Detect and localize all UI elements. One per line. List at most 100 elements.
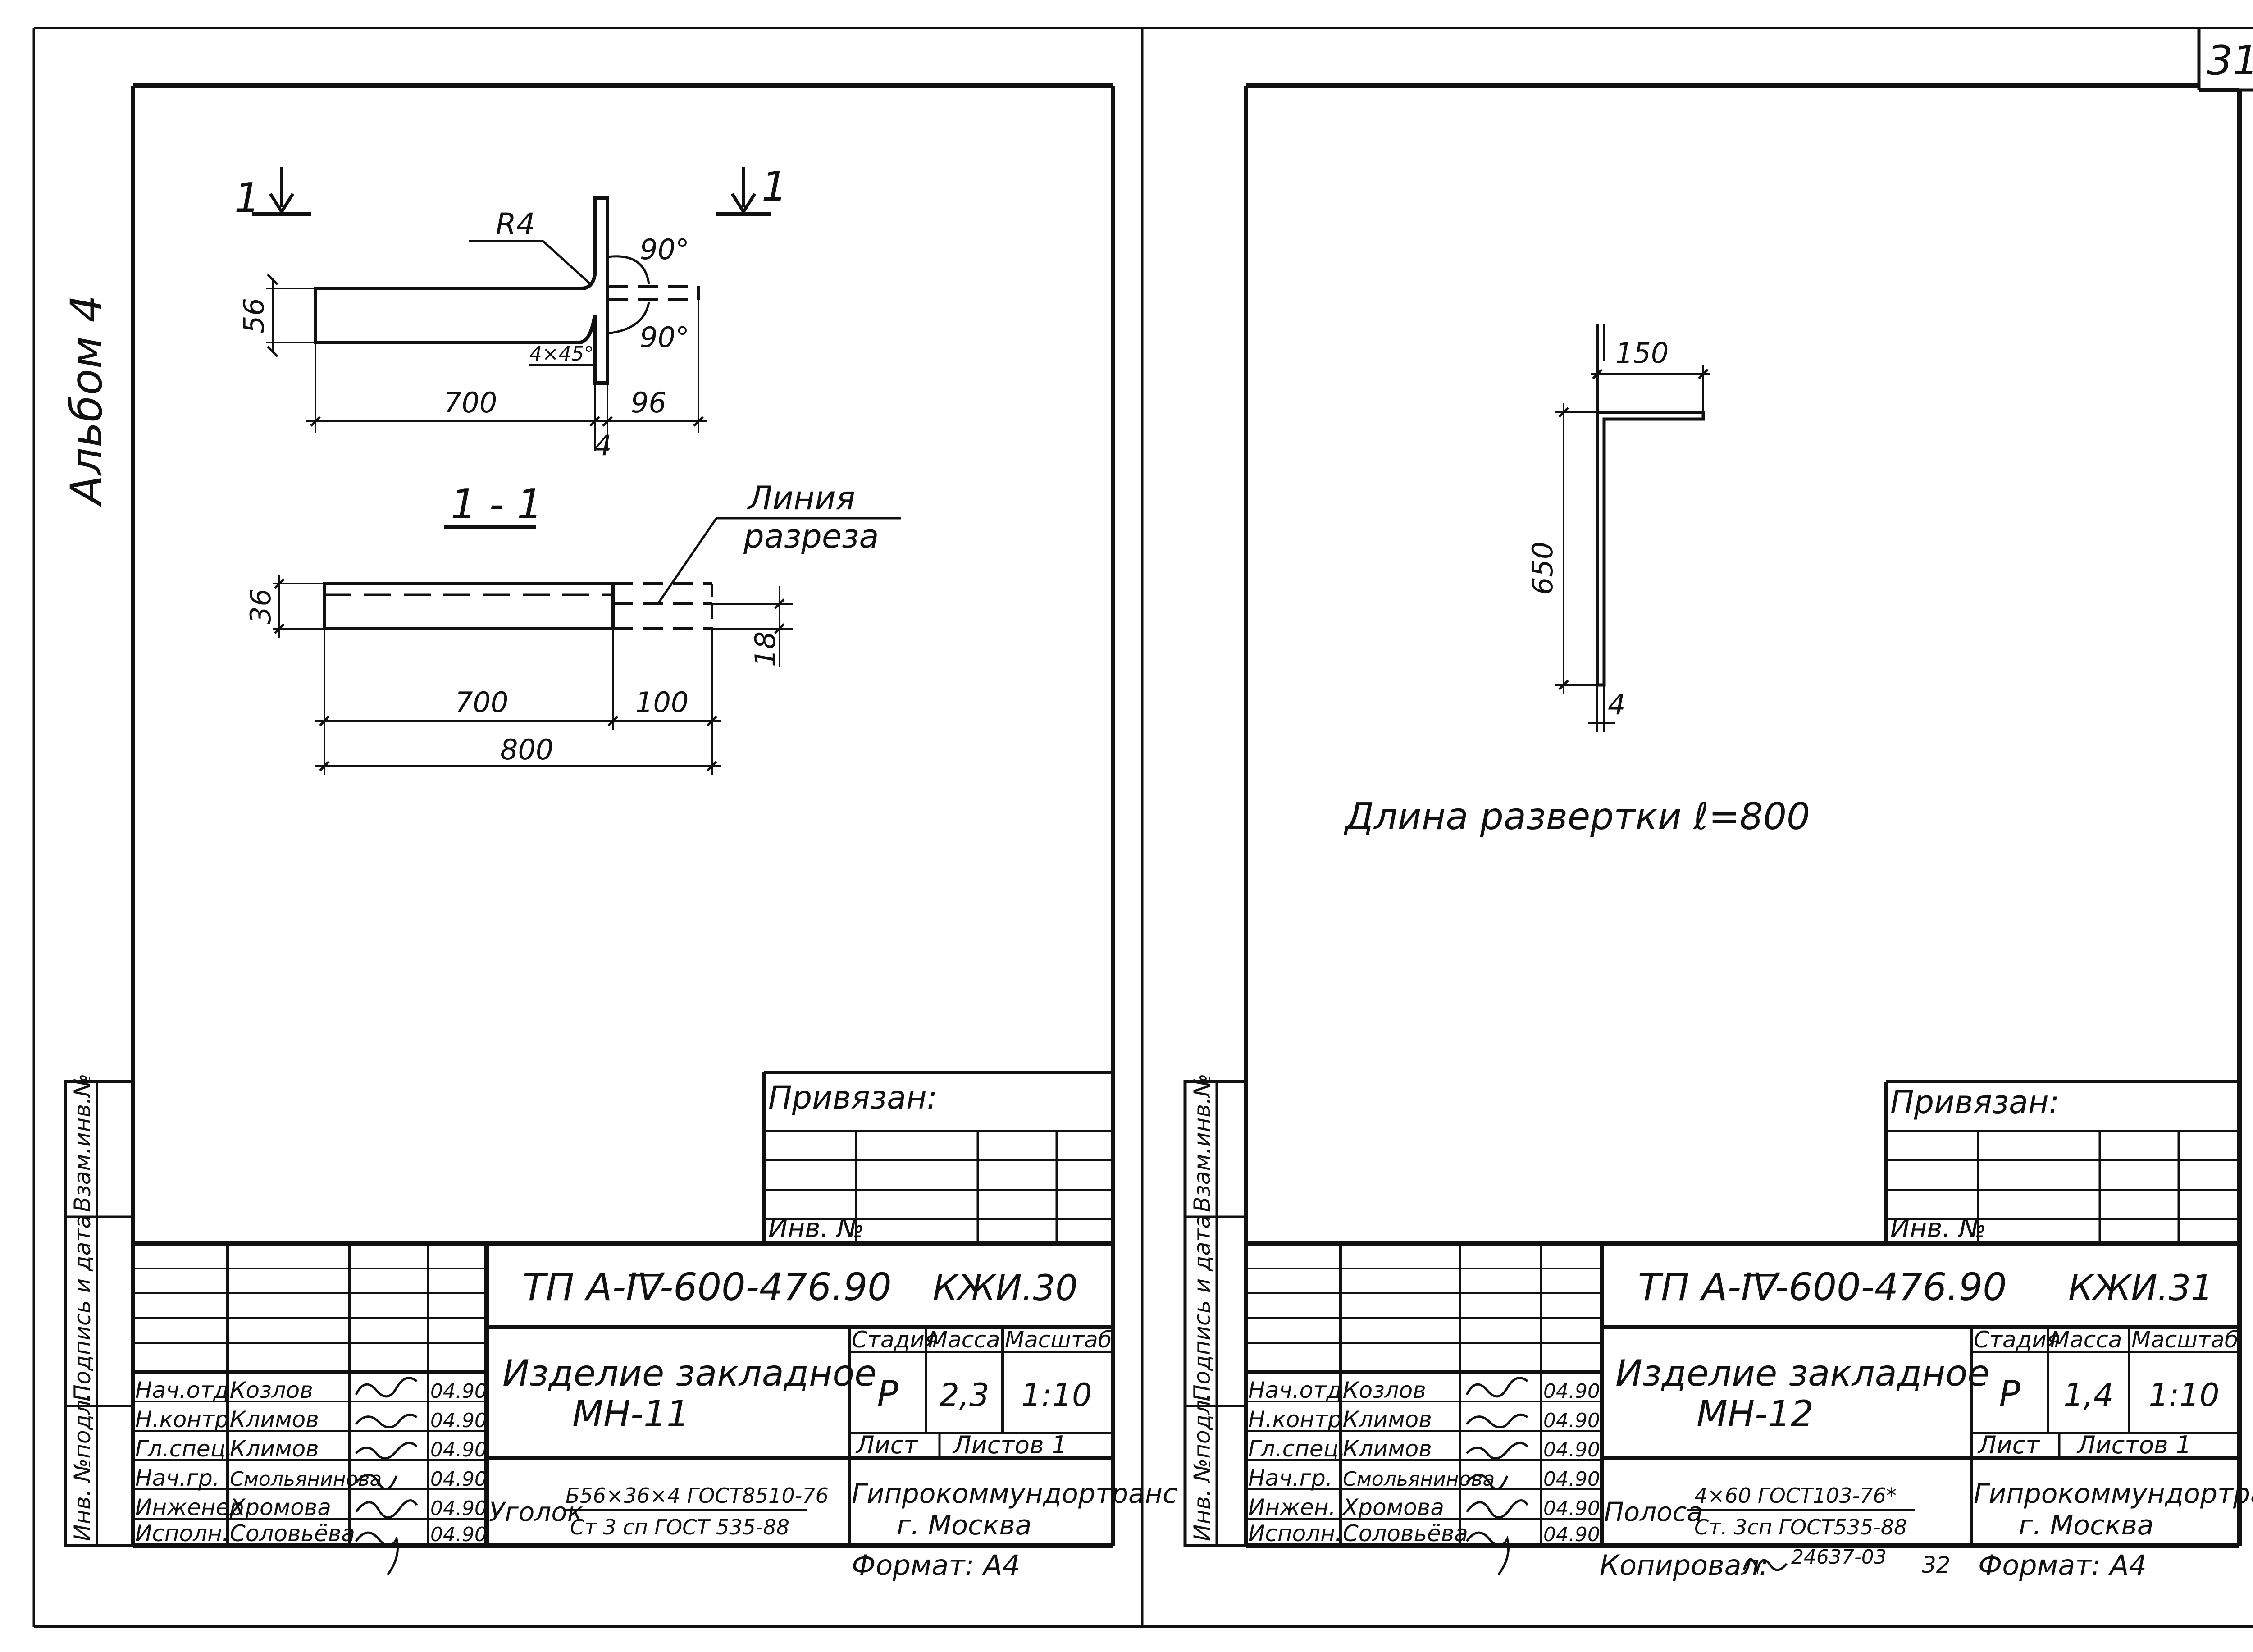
material-top-2: 4×60 ГОСТ103-76*	[1694, 1483, 1897, 1508]
stage-value-2: Р	[1999, 1374, 2020, 1415]
privyazan-box: Привязан: Инв. №	[762, 1071, 1113, 1244]
section-mark-right: 1	[762, 163, 787, 210]
doc-suffix-2: КЖИ.31	[2068, 1268, 2213, 1309]
mass-header: Масса	[928, 1327, 1000, 1353]
name-1: Климов	[230, 1406, 319, 1433]
date-3: 04.90	[430, 1468, 487, 1491]
stage-header: Стадия	[852, 1327, 938, 1353]
sheet-left: 1 1 R4 90° 90° 4×45°	[64, 83, 1177, 1582]
role2-0: Нач.отд.	[1248, 1377, 1349, 1403]
strip-view: 150 650 4 Длина развертки ℓ=800	[1344, 324, 1810, 838]
title2-2: МН-12	[1697, 1393, 1814, 1435]
page-number: 31	[2207, 37, 2253, 84]
doc-code: ТП А-IV-600-476.90	[523, 1265, 892, 1309]
material-bottom: Ст 3 сп ГОСТ 535-88	[570, 1515, 789, 1539]
sheet-label-2: Лист	[1977, 1431, 2040, 1459]
name2-4: Хромова	[1341, 1494, 1444, 1520]
role-3: Нач.гр.	[135, 1465, 220, 1491]
name2-3: Смольянинова	[1343, 1468, 1495, 1491]
side-label-replace: Взам.инв.№	[69, 1073, 96, 1212]
angle-plan-view: 1 1 R4 90° 90° 4×45°	[234, 163, 787, 462]
doc-code-2: ТП А-IV-600-476.90	[1638, 1265, 2007, 1309]
side-stamp: Инв. №подл. Подпись и дата Взам.инв.№	[64, 1073, 135, 1547]
title-2: МН-11	[572, 1393, 689, 1435]
date-5: 04.90	[430, 1523, 487, 1546]
dim-thickness: 4	[594, 429, 611, 462]
cut-line-label-1: Линия	[747, 479, 855, 517]
material-name: Уголок	[489, 1497, 583, 1527]
sec-dim-small: 18	[749, 631, 782, 667]
role2-5: Исполн.	[1248, 1520, 1342, 1547]
mass-value: 2,3	[939, 1377, 989, 1414]
role-4: Инженер	[135, 1494, 244, 1520]
scale-header-2: Масштаб	[2131, 1327, 2239, 1353]
mass-value-2: 1,4	[2063, 1377, 2113, 1414]
format-label-2: Формат: А4	[1978, 1549, 2147, 1582]
material-top: Б56×36×4 ГОСТ8510-76	[566, 1483, 829, 1508]
section-1-1-view: 1 - 1 Линия разреза 36 18	[244, 479, 901, 775]
name-4: Хромова	[228, 1494, 331, 1520]
side-stamp-2: Инв. №подл. Подпись и дата Взам.инв.№	[1183, 1073, 1248, 1547]
dim-flange: 96	[631, 386, 666, 419]
date2-3: 04.90	[1543, 1468, 1600, 1491]
date-0: 04.90	[430, 1380, 487, 1403]
angle-bottom-label: 90°	[640, 321, 689, 354]
name-5: Соловьёва	[230, 1520, 355, 1547]
sec-dim-700: 700	[455, 686, 508, 719]
section-title: 1 - 1	[451, 481, 543, 528]
side-label-sign-2: Подпись и дата	[1189, 1215, 1215, 1401]
dim-length: 700	[444, 386, 497, 419]
angle-top-label: 90°	[640, 233, 689, 266]
mass-header-2: Масса	[2050, 1327, 2122, 1353]
chamfer-label: 4×45°	[529, 342, 594, 365]
name2-2: Климов	[1343, 1436, 1432, 1462]
privyazan-label-2: Привязан:	[1890, 1084, 2059, 1121]
name-3: Смольянинова	[230, 1468, 382, 1491]
sheet-right: 150 650 4 Длина развертки ℓ=800 Привязан…	[1183, 83, 2253, 1582]
dim-height-2: 650	[1526, 542, 1559, 595]
date2-4: 04.90	[1543, 1497, 1600, 1520]
org-name: Гипрокоммундортранс	[852, 1478, 1177, 1510]
date2-0: 04.90	[1543, 1380, 1600, 1403]
unfold-text: Длина развертки ℓ=800	[1344, 795, 1810, 838]
title-block-2: Нач.отд. Козлов 04.90 Н.контр. Климов 04…	[1246, 1241, 2253, 1582]
copier-signature	[1742, 1558, 1788, 1575]
date2-2: 04.90	[1543, 1438, 1600, 1461]
inv-label-2: Инв. №	[1890, 1213, 1986, 1243]
date-4: 04.90	[430, 1497, 487, 1520]
title-block: Нач.отд. Козлов 04.90 Н.контр. Климов 04…	[133, 1241, 1177, 1582]
copied-number: 32	[1922, 1552, 1951, 1578]
dim-height: 56	[237, 298, 270, 333]
name2-5: Соловьёва	[1343, 1520, 1468, 1547]
role-1: Н.контр.	[135, 1406, 236, 1433]
side-label-replace-2: Взам.инв.№	[1189, 1073, 1215, 1212]
org-city: г. Москва	[897, 1510, 1032, 1541]
privyazan-box-2: Привязан: Инв. №	[1884, 1080, 2239, 1244]
role2-3: Нач.гр.	[1248, 1465, 1333, 1491]
sheets-label-2: Листов 1	[2076, 1431, 2191, 1459]
scale-value-2: 1:10	[2148, 1377, 2219, 1414]
date2-1: 04.90	[1543, 1409, 1600, 1432]
date-2: 04.90	[430, 1438, 487, 1461]
title2-1: Изделие закладное	[1615, 1352, 1990, 1394]
role2-2: Гл.спец.	[1248, 1436, 1346, 1462]
role-5: Исполн.	[135, 1520, 229, 1547]
outer-frame	[32, 27, 2253, 1628]
side-label-inv-2: Инв. №подл.	[1189, 1393, 1215, 1541]
dim-thickness-2: 4	[1608, 688, 1625, 721]
scale-header: Масштаб	[1005, 1327, 1112, 1353]
format-label: Формат: А4	[852, 1549, 1020, 1582]
radius-label: R4	[496, 207, 535, 242]
copied-code: 24637-03	[1791, 1546, 1887, 1569]
inv-label: Инв. №	[768, 1213, 864, 1243]
title-1: Изделие закладное	[502, 1352, 877, 1394]
org-name-2: Гипрокоммундортранс	[1974, 1478, 2253, 1510]
role-2: Гл.спец.	[135, 1436, 233, 1462]
privyazan-label: Привязан:	[768, 1079, 937, 1116]
name-0: Козлов	[230, 1377, 313, 1403]
cut-line-label-2: разреза	[743, 517, 879, 555]
name-2: Климов	[230, 1436, 319, 1462]
name2-0: Козлов	[1343, 1377, 1426, 1403]
